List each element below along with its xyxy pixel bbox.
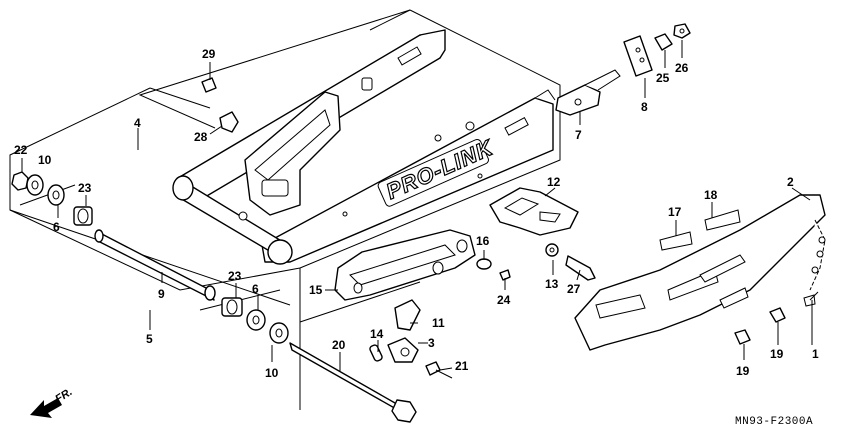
- small-bolts: [476, 243, 596, 281]
- callout-29: 29: [202, 47, 216, 61]
- callout-16: 16: [476, 234, 490, 248]
- callout-6a: 6: [53, 220, 60, 234]
- pivot-bolt: [289, 342, 417, 423]
- callout-9: 9: [158, 287, 165, 301]
- left-bearings: [11, 171, 93, 226]
- callout-4: 4: [134, 116, 141, 130]
- right-bearings: [221, 297, 289, 344]
- pivot-shaft: [94, 229, 216, 301]
- callout-15: 15: [309, 283, 323, 297]
- callout-28: 28: [194, 130, 208, 144]
- diagram-code: MN93-F2300A: [735, 416, 813, 428]
- callout-1: 1: [812, 347, 819, 361]
- callout-17: 17: [668, 205, 682, 219]
- swingarm: PRO-LINK: [172, 29, 556, 265]
- callout-10a: 10: [38, 153, 52, 167]
- callout-18: 18: [704, 188, 718, 202]
- callout-23b: 23: [228, 269, 242, 283]
- guard-bolts: [734, 307, 786, 345]
- callout-5: 5: [146, 332, 153, 346]
- callout-27: 27: [567, 282, 581, 296]
- leader-lines: [21, 40, 819, 372]
- chain-guard: [574, 194, 826, 351]
- callout-7: 7: [575, 128, 582, 142]
- guard-bracket: [489, 187, 579, 236]
- callout-numbers: 1 2 3 4 5 6 6 7 8 9 10 10 11 12 13 14 15…: [14, 47, 819, 380]
- callout-12: 12: [547, 175, 561, 189]
- callout-23a: 23: [78, 181, 92, 195]
- axle-adjuster-parts: [555, 23, 691, 116]
- callout-13: 13: [545, 277, 559, 291]
- callout-6b: 6: [252, 282, 259, 296]
- callout-19b: 19: [736, 364, 750, 378]
- callout-25: 25: [656, 71, 670, 85]
- callout-8: 8: [641, 100, 648, 114]
- callout-3: 3: [428, 336, 435, 350]
- callout-21: 21: [455, 359, 469, 373]
- callout-26: 26: [675, 61, 689, 75]
- stickers: [659, 209, 816, 307]
- callout-10b: 10: [265, 366, 279, 380]
- callout-11: 11: [432, 316, 445, 330]
- chain-slider: [334, 229, 476, 301]
- front-direction-arrow: FR.: [30, 386, 75, 418]
- callout-20: 20: [332, 338, 346, 352]
- callout-19a: 19: [770, 347, 784, 361]
- callout-22: 22: [14, 143, 28, 157]
- assembly-frame: [9, 9, 561, 410]
- callout-2: 2: [787, 175, 794, 189]
- top-bolts: [201, 77, 239, 133]
- callout-14: 14: [370, 327, 384, 341]
- callout-24: 24: [497, 293, 511, 307]
